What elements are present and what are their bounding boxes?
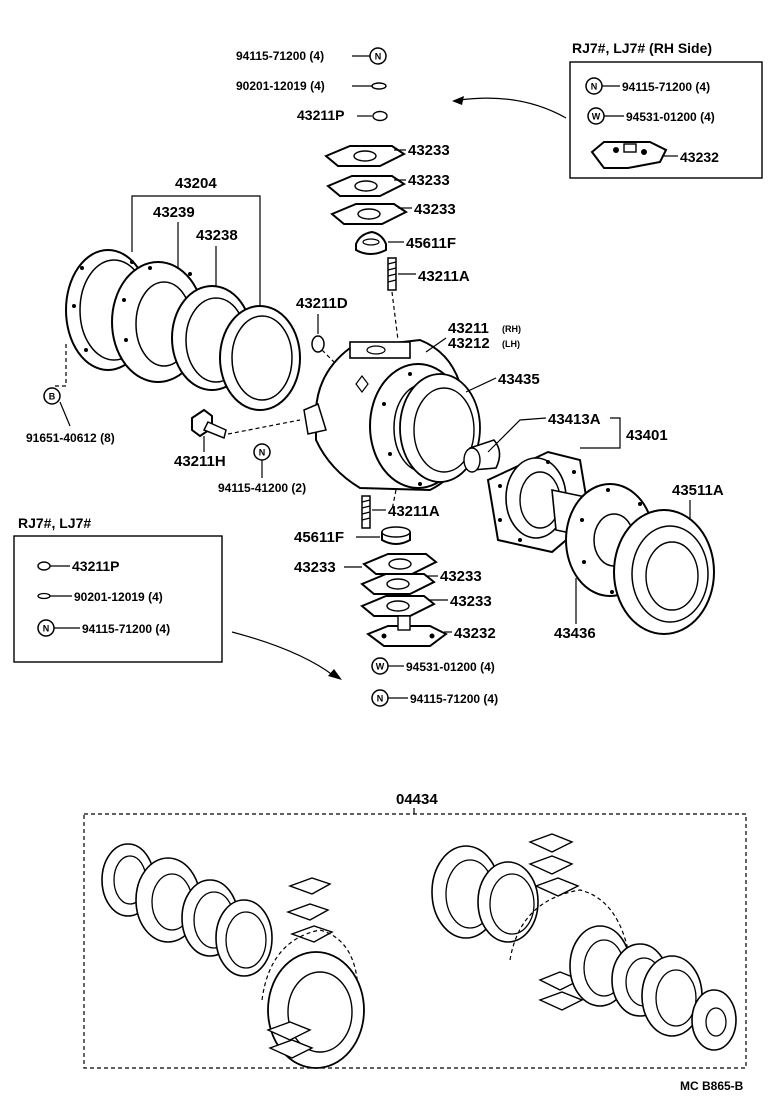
top-nut-symbol: N [369, 47, 387, 65]
label-43211a-bottom: 43211A [388, 503, 440, 520]
plate-43232-bottom [365, 615, 448, 647]
seal-ring-43204 [219, 305, 301, 411]
stud-43211a-bottom [361, 495, 371, 529]
label-43511a: 43511A [672, 482, 724, 499]
rj-box-title: RJ7#, LJ7# [18, 515, 91, 531]
label-top-cap: 43211P [297, 107, 345, 123]
rh-43232-plate [590, 141, 668, 169]
label-91651-bolt: 91651-40612 (8) [26, 431, 115, 445]
label-43233-b: 43233 [408, 172, 450, 189]
gasket-43435 [399, 373, 481, 483]
label-43232-bottom: 43232 [454, 625, 496, 642]
gasket-43233-f [360, 595, 436, 617]
svg-text:N: N [377, 694, 384, 704]
assembly-04434-box [83, 813, 747, 1069]
label-45611f-top: 45611F [406, 235, 456, 252]
label-45611f-bottom: 45611F [294, 529, 344, 546]
label-43211-note: (RH) [502, 324, 521, 334]
top-washer-icon [371, 82, 387, 90]
rh-nut-symbol: N [585, 77, 603, 95]
rj-cap-icon [37, 561, 51, 571]
seal-43511a [613, 509, 715, 635]
rj-item2-label: 90201-12019 (4) [74, 590, 163, 604]
bushing-45611f-bottom [381, 526, 411, 545]
label-43212: 43212 [448, 335, 490, 352]
label-43233-a: 43233 [408, 142, 450, 159]
label-43211d: 43211D [296, 295, 348, 312]
bolt-symbol: B [43, 387, 61, 405]
gasket-43233-b [326, 175, 406, 197]
label-43238: 43238 [196, 227, 238, 244]
rh-box-title: RJ7#, LJ7# (RH Side) [572, 40, 712, 56]
svg-text:B: B [49, 392, 56, 402]
rj-item3-label: 94115-71200 (4) [82, 622, 170, 636]
nut-symbol-94115-41200: N [253, 443, 271, 461]
svg-text:N: N [591, 82, 598, 92]
label-94115-41200: 94115-41200 (2) [218, 481, 306, 495]
svg-text:W: W [592, 112, 601, 122]
label-43413a: 43413A [548, 411, 601, 428]
label-43211a-top: 43211A [418, 268, 470, 285]
spindle-43401 [463, 439, 605, 554]
label-43435: 43435 [498, 371, 540, 388]
gasket-43233-a [324, 145, 406, 167]
gasket-43233-e [360, 573, 436, 595]
label-43436: 43436 [554, 625, 596, 642]
rh-item1-label: 94115-71200 (4) [622, 80, 710, 94]
label-43211h: 43211H [174, 453, 226, 470]
gasket-43233-d [362, 553, 438, 575]
label-04434: 04434 [396, 791, 438, 808]
assembly-right-view [431, 833, 737, 1051]
label-43239: 43239 [153, 204, 195, 221]
assembly-left-view [101, 843, 365, 1069]
washer-symbol-bottom: W [371, 657, 389, 675]
bolt-43211h [191, 408, 227, 440]
label-washer-bottom: 94531-01200 (4) [406, 660, 495, 674]
label-43233-d: 43233 [294, 559, 336, 576]
label-43233-e: 43233 [440, 568, 482, 585]
label-43204: 43204 [175, 175, 217, 192]
top-cap-icon [372, 110, 388, 122]
nut-symbol-bottom: N [371, 689, 389, 707]
bushing-45611f-top [355, 230, 387, 255]
footer-code: MC B865-B [680, 1079, 744, 1093]
label-43233-c: 43233 [414, 201, 456, 218]
fitting-43211d [311, 335, 325, 353]
rj-item1-label: 43211P [72, 558, 120, 574]
svg-text:N: N [259, 448, 266, 458]
label-43233-f: 43233 [450, 593, 492, 610]
rh-washer-symbol: W [587, 107, 605, 125]
rh-item3-label: 43232 [680, 149, 719, 165]
gasket-43233-c [330, 203, 408, 225]
rh-side-box [569, 61, 763, 179]
label-43211: 43211 [448, 320, 489, 337]
rj-box [13, 535, 223, 663]
label-top-nut: 94115-71200 (4) [236, 49, 324, 63]
rh-item2-label: 94531-01200 (4) [626, 110, 715, 124]
rj-nut-symbol: N [37, 619, 55, 637]
svg-text:N: N [375, 52, 382, 62]
rj-washer-icon [37, 592, 51, 600]
svg-text:N: N [43, 624, 50, 634]
label-nut-bottom: 94115-71200 (4) [410, 692, 498, 706]
label-43212-note: (LH) [502, 339, 520, 349]
stud-43211a-top [387, 257, 397, 291]
svg-text:W: W [376, 662, 385, 672]
label-43401: 43401 [626, 427, 668, 444]
label-top-washer: 90201-12019 (4) [236, 79, 325, 93]
